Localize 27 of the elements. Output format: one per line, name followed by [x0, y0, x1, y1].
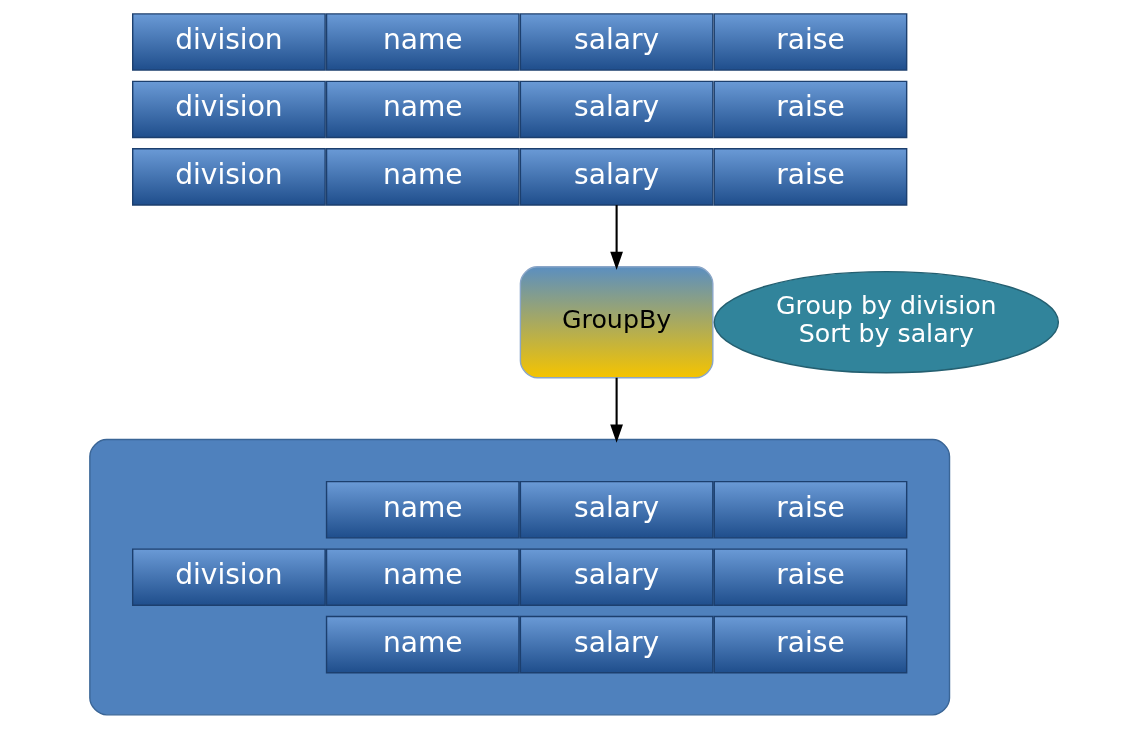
- node-box: name: [325, 148, 520, 206]
- node-box: raise: [713, 13, 907, 71]
- node-box: name: [325, 13, 520, 71]
- node-box: raise: [713, 548, 907, 606]
- node-box: salary: [519, 548, 714, 606]
- node-box: salary: [519, 148, 714, 206]
- node-box: salary: [519, 480, 714, 539]
- node-ellipse: Group by division Sort by salary: [713, 270, 1059, 374]
- arrow: [609, 205, 623, 270]
- node-box: GroupBy: [519, 266, 714, 379]
- node-box: division: [131, 13, 326, 71]
- node-box: raise: [713, 80, 907, 139]
- cluster: [88, 438, 950, 716]
- node-box: name: [325, 548, 520, 606]
- node-box: raise: [713, 615, 907, 674]
- node-box: name: [325, 615, 520, 674]
- node-box: division: [131, 548, 326, 606]
- node-box: name: [325, 80, 520, 139]
- node-box: division: [131, 148, 326, 206]
- node-box: salary: [519, 13, 714, 71]
- node-box: division: [131, 80, 326, 139]
- node-box: salary: [519, 80, 714, 139]
- node-box: raise: [713, 480, 907, 539]
- node-box: raise: [713, 148, 907, 206]
- node-box: salary: [519, 615, 714, 674]
- node-box: name: [325, 480, 520, 539]
- arrow: [609, 377, 623, 443]
